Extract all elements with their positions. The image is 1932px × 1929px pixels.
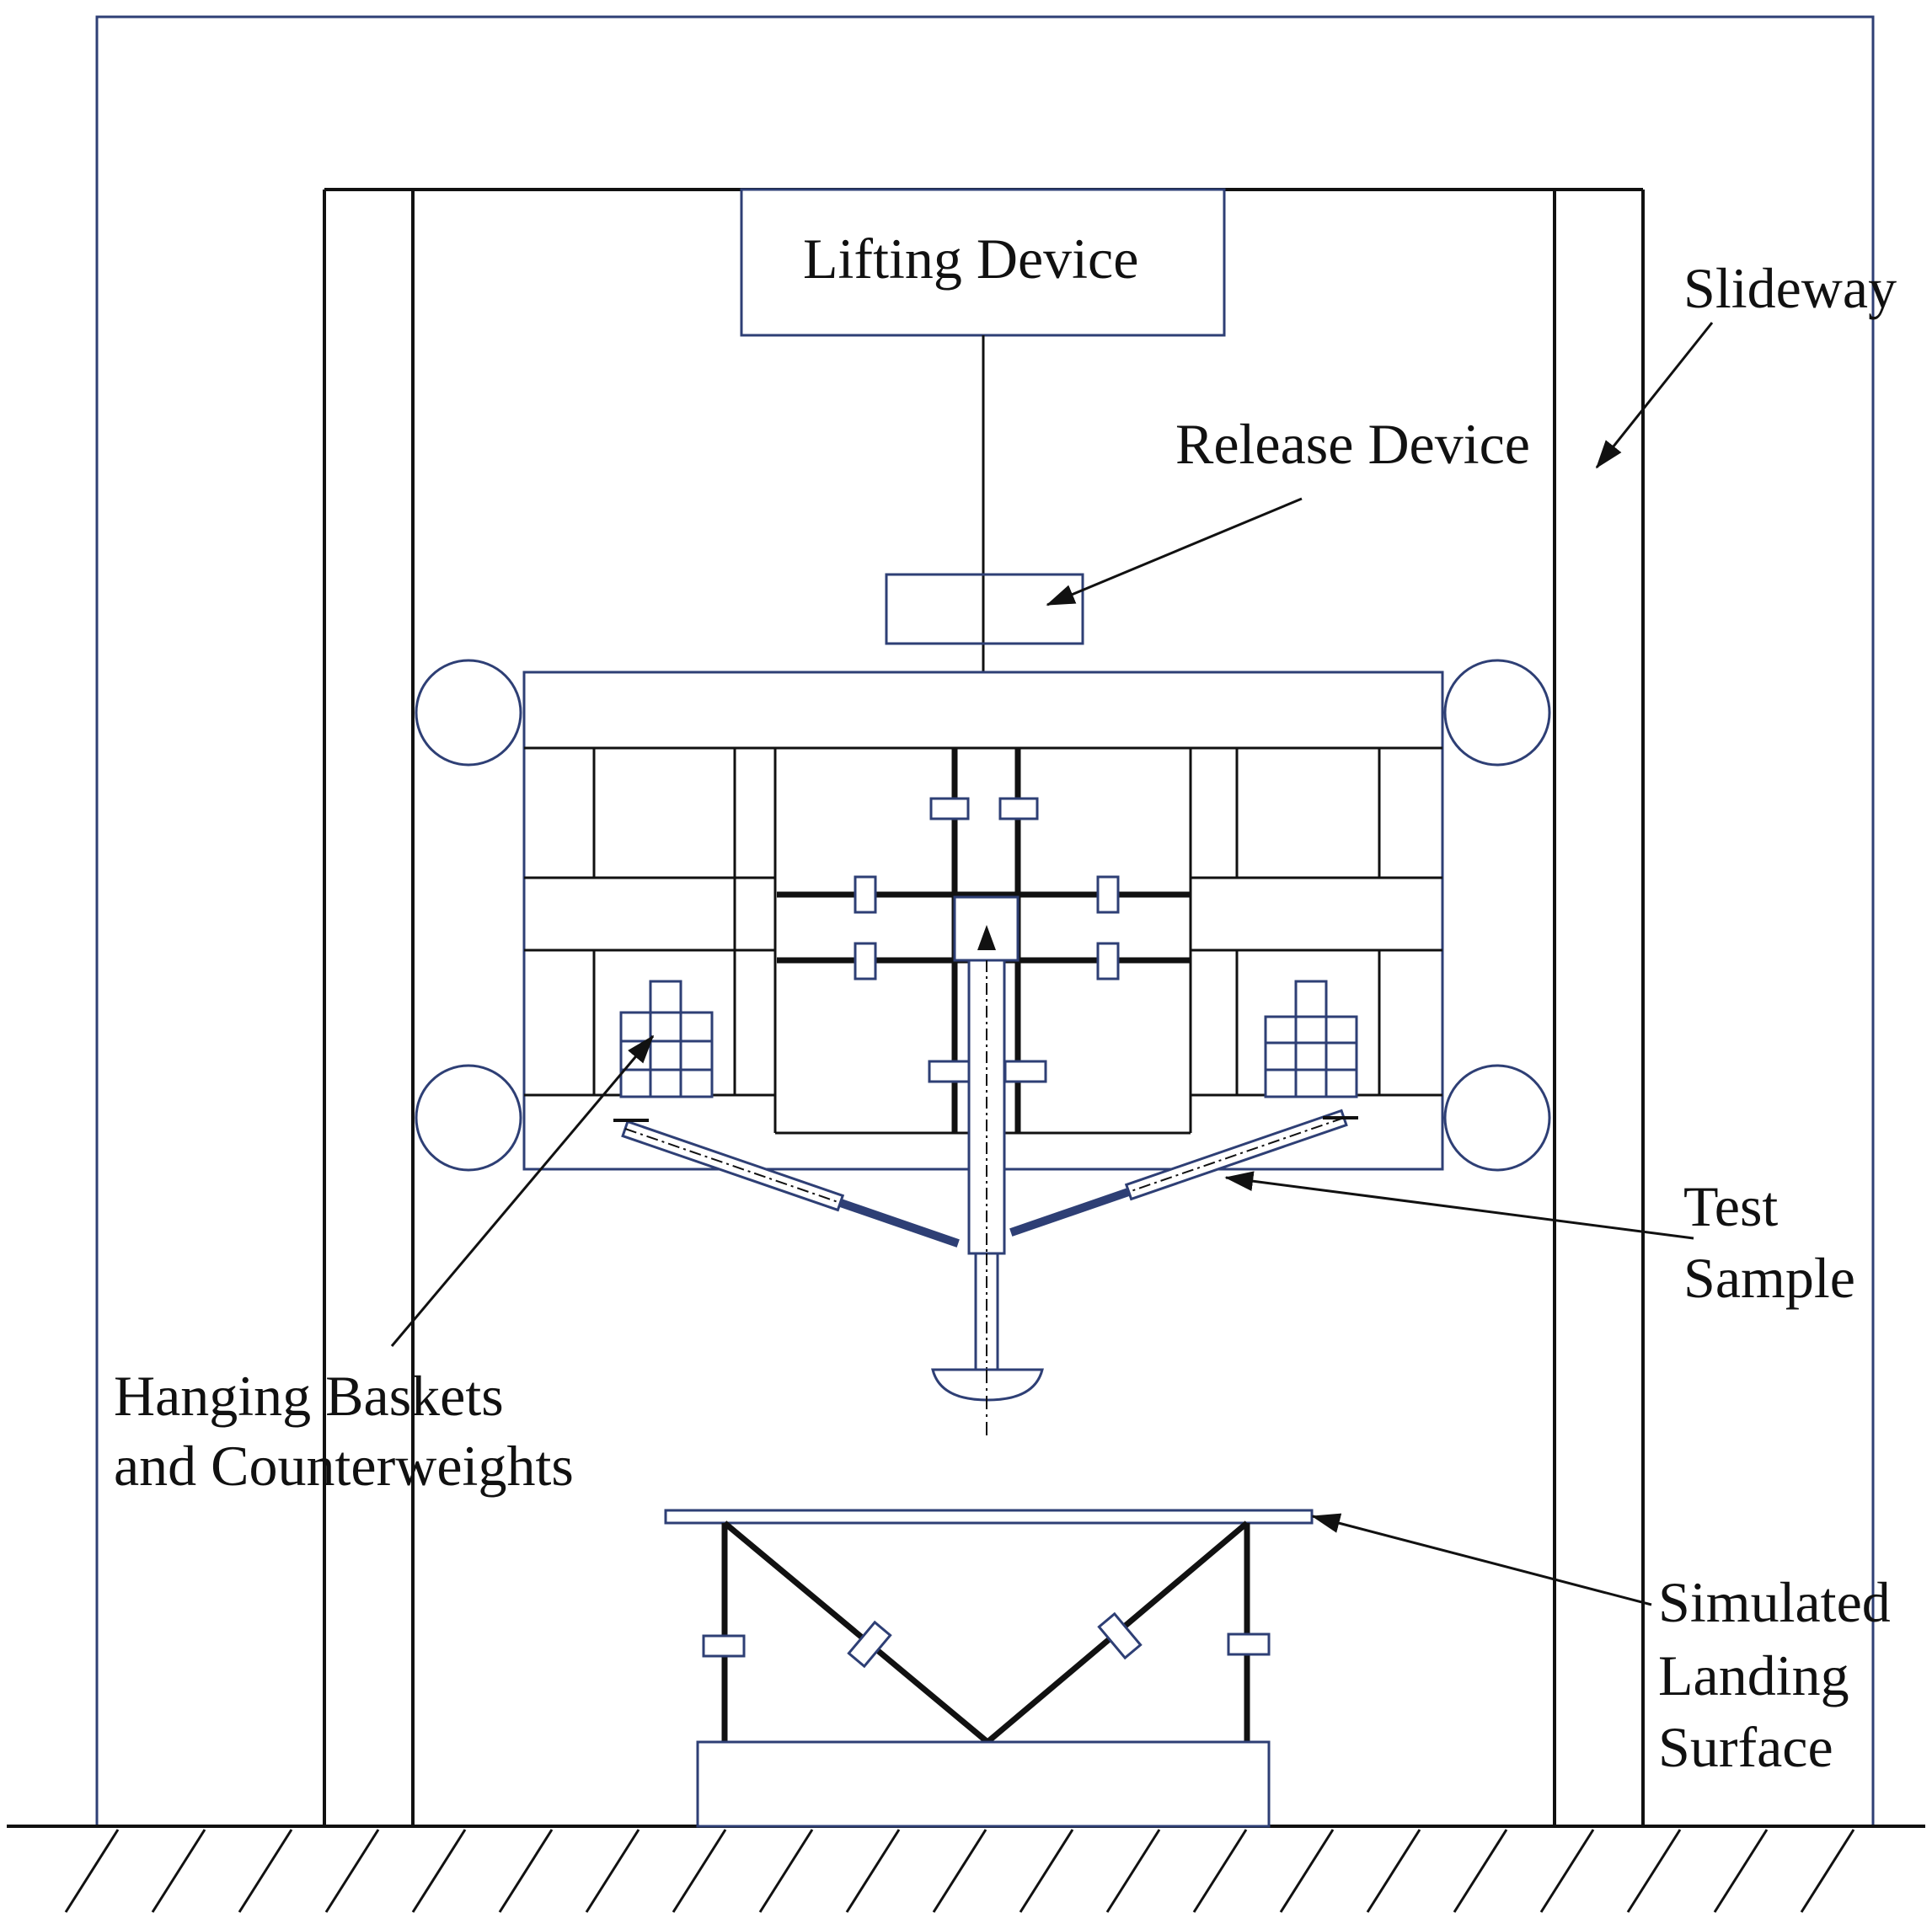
hanging-baskets-label-line2: and Counterweights [114, 1434, 574, 1498]
ground-hatch-line [1019, 1829, 1074, 1913]
test-sample [613, 925, 1358, 1436]
hanging-baskets-label-line1: Hanging Baskets [114, 1364, 504, 1428]
ground-hatch-line [1626, 1829, 1682, 1913]
ground-hatch-line [1279, 1829, 1335, 1913]
ground-hatch-line [1192, 1829, 1248, 1913]
release-device-box [885, 573, 1084, 645]
ground-hatch-line [672, 1829, 727, 1913]
slideway-arrow [1595, 322, 1714, 469]
hanging-baskets-arrow [390, 1034, 655, 1347]
test-sample-label-line1: Test [1683, 1174, 1778, 1238]
test-sample-label-line2: Sample [1683, 1246, 1855, 1310]
wheel-top-right [1443, 659, 1551, 767]
ground-hatch-line [1539, 1829, 1595, 1913]
ground-hatch-line [758, 1829, 814, 1913]
lifting-device-label: Lifting Device [803, 227, 1138, 291]
ground-hatch-line [1366, 1829, 1421, 1913]
landing-surface-label-line1: Simulated [1658, 1570, 1891, 1634]
landing-platform [664, 1509, 1314, 1828]
ground-hatch-line [845, 1829, 901, 1913]
ground-hatch-line [324, 1829, 380, 1913]
ground-hatch-line [498, 1829, 554, 1913]
ground-hatch-line [1800, 1829, 1855, 1913]
slideway-label: Slideway [1683, 256, 1897, 320]
landing-surface-label-line3: Surface [1658, 1715, 1833, 1779]
counterweight-basket-left [619, 980, 714, 1098]
landing-surface-label-line2: Landing [1658, 1643, 1849, 1707]
ground-hatch-line [1713, 1829, 1769, 1913]
ground-hatch-line [932, 1829, 987, 1913]
release-device-arrow [1046, 497, 1303, 606]
ground [7, 1825, 1925, 1913]
wheel-top-left [415, 659, 522, 767]
wheel-bottom-right [1443, 1064, 1551, 1172]
clamp-blocks [854, 797, 1120, 1083]
ground-hatch-line [1105, 1829, 1161, 1913]
ground-hatch-line [1453, 1829, 1508, 1913]
slideway-columns [323, 188, 1645, 1826]
test-sample-arrow [1224, 1171, 1694, 1240]
landing-clamps [702, 1611, 1271, 1669]
lifting-device-box [740, 188, 1226, 337]
wheel-bottom-left [415, 1064, 522, 1172]
counterweight-basket-right [1264, 980, 1358, 1098]
ground-hatch-line [411, 1829, 467, 1913]
ground-hatch-line [64, 1829, 120, 1913]
release-device-label: Release Device [1175, 412, 1530, 476]
landing-surface-arrow [1311, 1513, 1652, 1606]
ground-hatch-line [238, 1829, 293, 1913]
ground-hatch-line [151, 1829, 206, 1913]
ground-hatch-line [585, 1829, 640, 1913]
